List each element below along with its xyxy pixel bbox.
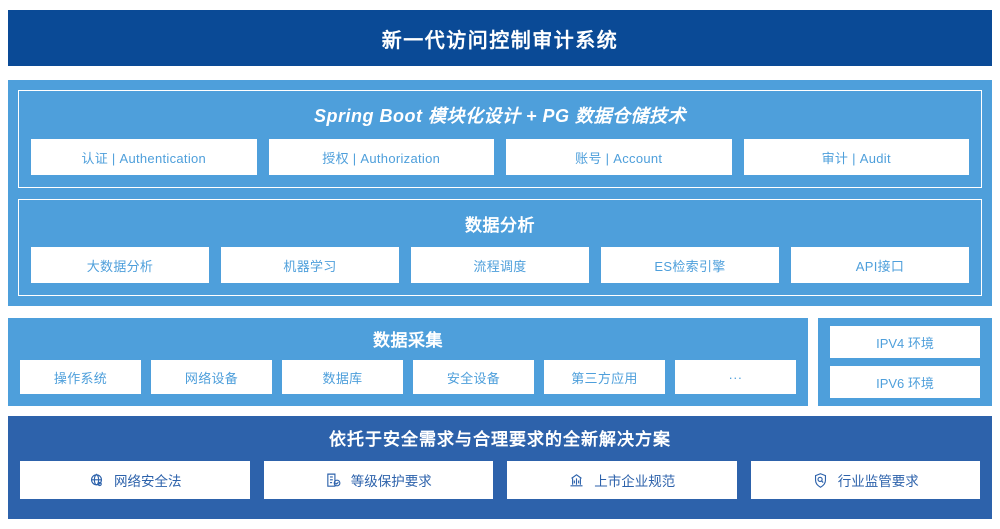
core-card-audit[interactable]: 审计 | Audit [743, 139, 969, 175]
analysis-card-machine-learning[interactable]: 机器学习 [221, 247, 399, 283]
compliance-card-mlps-requirement[interactable]: 等级保护要求 [263, 461, 493, 499]
bank-building-icon [568, 472, 585, 489]
compliance-card-cybersecurity-law[interactable]: 网络安全法 [20, 461, 250, 499]
shield-search-icon [812, 472, 829, 489]
collection-card-network-device[interactable]: 网络设备 [151, 360, 272, 394]
core-platform-card-row: 认证 | Authentication 授权 | Authorization 账… [31, 139, 969, 175]
compliance-label-industry-regulation: 行业监管要求 [837, 474, 919, 489]
compliance-label-mlps-requirement: 等级保护要求 [350, 474, 432, 489]
core-card-authentication[interactable]: 认证 | Authentication [31, 139, 257, 175]
environment-card-ipv6[interactable]: IPV6 环境 [830, 366, 980, 398]
core-platform-panel: Spring Boot 模块化设计 + PG 数据仓储技术 认证 | Authe… [18, 90, 982, 188]
data-collection-card-row: 操作系统 网络设备 数据库 安全设备 第三方应用 ··· [20, 360, 796, 394]
analysis-card-process-scheduling[interactable]: 流程调度 [411, 247, 589, 283]
page-header: 新一代访问控制审计系统 [8, 10, 992, 66]
data-analysis-title: 数据分析 [465, 216, 535, 235]
compliance-label-listed-enterprise-standard: 上市企业规范 [594, 474, 676, 489]
collection-card-database[interactable]: 数据库 [282, 360, 403, 394]
compliance-card-listed-enterprise-standard[interactable]: 上市企业规范 [507, 461, 737, 499]
core-card-account[interactable]: 账号 | Account [506, 139, 732, 175]
environment-section: IPV4 环境 IPV6 环境 [818, 318, 992, 406]
compliance-title: 依托于安全需求与合理要求的全新解决方案 [329, 430, 671, 449]
core-card-authorization[interactable]: 授权 | Authorization [268, 139, 494, 175]
page-title: 新一代访问控制审计系统 [381, 29, 619, 52]
compliance-label-cybersecurity-law: 网络安全法 [114, 474, 182, 489]
document-check-icon [325, 472, 342, 489]
data-collection-section: 数据采集 操作系统 网络设备 数据库 安全设备 第三方应用 ··· [8, 318, 808, 406]
collection-card-security-device[interactable]: 安全设备 [413, 360, 534, 394]
globe-icon [88, 472, 105, 489]
data-analysis-card-row: 大数据分析 机器学习 流程调度 ES检索引擎 API接口 [31, 247, 969, 283]
compliance-card-row: 网络安全法 等级保护要求 [20, 461, 980, 499]
data-collection-title: 数据采集 [373, 331, 443, 350]
compliance-section: 依托于安全需求与合理要求的全新解决方案 网络安全法 [8, 416, 992, 519]
collection-card-operating-system[interactable]: 操作系统 [20, 360, 141, 394]
platform-section: Spring Boot 模块化设计 + PG 数据仓储技术 认证 | Authe… [8, 80, 992, 306]
compliance-card-industry-regulation[interactable]: 行业监管要求 [750, 461, 980, 499]
collection-card-more[interactable]: ··· [675, 360, 796, 394]
analysis-card-bigdata[interactable]: 大数据分析 [31, 247, 209, 283]
core-platform-title: Spring Boot 模块化设计 + PG 数据仓储技术 [313, 106, 686, 126]
data-analysis-panel: 数据分析 大数据分析 机器学习 流程调度 ES检索引擎 API接口 [18, 199, 982, 296]
collection-row: 数据采集 操作系统 网络设备 数据库 安全设备 第三方应用 ··· IPV4 环… [8, 318, 992, 406]
analysis-card-api[interactable]: API接口 [791, 247, 969, 283]
environment-card-ipv4[interactable]: IPV4 环境 [830, 326, 980, 358]
collection-card-third-party-app[interactable]: 第三方应用 [544, 360, 665, 394]
analysis-card-es-search-engine[interactable]: ES检索引擎 [601, 247, 779, 283]
